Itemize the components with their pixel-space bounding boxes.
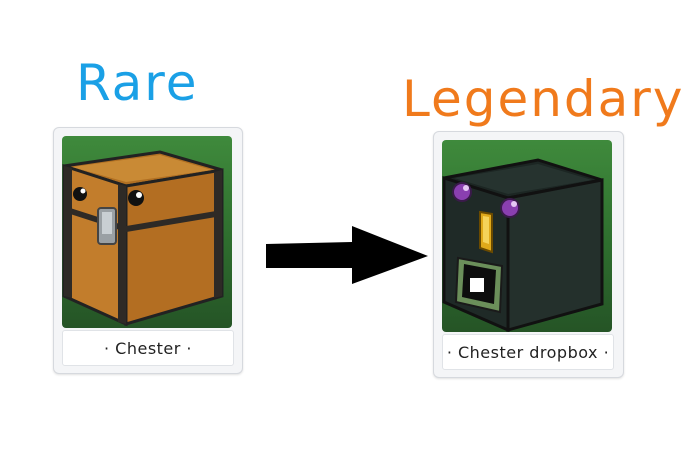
card-art xyxy=(62,136,232,328)
wooden-chest-icon xyxy=(62,150,224,327)
card-name: · Chester · xyxy=(62,330,234,366)
card-chester: · Chester · xyxy=(53,127,243,374)
card-art xyxy=(442,140,612,332)
card-chester-dropbox: · Chester dropbox · xyxy=(433,131,624,378)
dark-chest-icon xyxy=(442,158,604,332)
right-arrow-icon xyxy=(266,226,428,284)
rarity-label-rare: Rare xyxy=(76,54,199,112)
card-name: · Chester dropbox · xyxy=(442,334,614,370)
rarity-label-legendary: Legendary xyxy=(402,70,685,128)
